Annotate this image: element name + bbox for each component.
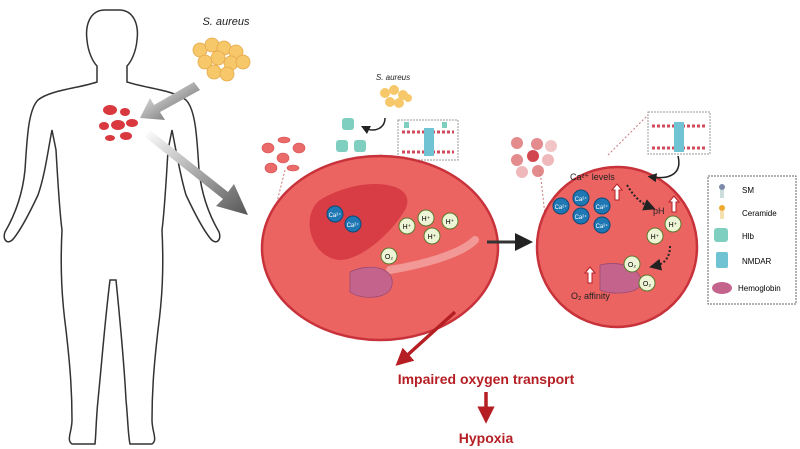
outcome-hypoxia: Hypoxia <box>459 430 514 446</box>
rbc-spherocyte-group-icon <box>511 137 557 178</box>
hemoglobin-icon <box>349 266 393 298</box>
red-blood-cell-spherocyte <box>535 165 699 329</box>
outcome-impaired-transport: Impaired oxygen transport <box>398 371 575 387</box>
proton: H⁺ <box>664 215 682 233</box>
svg-text:Hlb: Hlb <box>742 232 755 241</box>
calcium-ion: Ca²⁺ <box>572 207 590 225</box>
svg-text:H⁺: H⁺ <box>428 234 437 241</box>
svg-text:Hemoglobin: Hemoglobin <box>738 284 781 293</box>
curved-arrow-icon <box>647 155 680 183</box>
svg-text:O₂: O₂ <box>385 254 393 261</box>
svg-text:H⁺: H⁺ <box>403 224 412 231</box>
svg-text:Ca²⁺: Ca²⁺ <box>596 223 609 230</box>
legend-item-sm: SM <box>719 184 754 198</box>
svg-text:O₂: O₂ <box>643 281 651 288</box>
svg-text:O₂: O₂ <box>628 262 636 269</box>
svg-text:Ca²⁺: Ca²⁺ <box>555 204 568 211</box>
hlb-toxin-icon <box>336 118 366 152</box>
up-arrow-icon <box>610 183 624 201</box>
calcium-ion: Ca²⁺ <box>593 216 611 234</box>
proton: H⁺ <box>417 209 435 227</box>
legend-item-nmdar: NMDAR <box>716 252 772 268</box>
svg-text:Ca²⁺: Ca²⁺ <box>596 204 609 211</box>
svg-text:H⁺: H⁺ <box>651 234 660 241</box>
rbc-group-icon <box>261 136 306 174</box>
svg-text:H⁺: H⁺ <box>446 219 455 226</box>
calcium-levels-label: Ca²⁺ levels <box>570 172 615 182</box>
s-aureus-cluster-icon <box>192 37 251 82</box>
up-arrow-icon <box>583 266 597 284</box>
zoom-arrow-icon <box>145 130 248 215</box>
svg-text:SM: SM <box>742 186 754 195</box>
oxygen: O₂ <box>380 247 398 265</box>
human-body-icon <box>3 9 221 445</box>
proton: H⁺ <box>423 227 441 245</box>
s-aureus-small-icon <box>380 85 412 108</box>
outcome-arrow-icon <box>395 310 457 366</box>
calcium-ion: Ca²⁺ <box>572 189 590 207</box>
calcium-ion: Ca²⁺ <box>552 197 570 215</box>
svg-text:Ca²⁺: Ca²⁺ <box>347 222 360 229</box>
proton: H⁺ <box>646 227 664 245</box>
dotted-arrow-icon <box>649 245 671 271</box>
svg-text:Ceramide: Ceramide <box>742 209 777 218</box>
infection-arrow-icon <box>140 82 200 120</box>
calcium-ion: Ca²⁺ <box>326 205 344 223</box>
oxygen: O₂ <box>638 274 656 292</box>
proton: H⁺ <box>398 217 416 235</box>
up-arrow-icon <box>667 195 681 213</box>
o2-affinity-label: O₂ affinity <box>571 291 610 301</box>
legend-item-hemoglobin: Hemoglobin <box>712 282 781 294</box>
red-blood-cell-normal <box>260 154 500 342</box>
svg-text:H⁺: H⁺ <box>669 222 678 229</box>
svg-text:Ca²⁺: Ca²⁺ <box>575 214 588 221</box>
oxygen: O₂ <box>623 255 641 273</box>
curved-arrow-icon <box>360 117 386 135</box>
bacteria-label-small: S. aureus <box>376 73 410 82</box>
ph-label: pH <box>653 206 665 216</box>
membrane-icon <box>652 122 706 152</box>
proton: H⁺ <box>441 212 459 230</box>
calcium-ion: Ca²⁺ <box>593 197 611 215</box>
blood-cells-icon <box>99 105 138 141</box>
bacteria-label: S. aureus <box>202 16 250 28</box>
svg-text:H⁺: H⁺ <box>422 216 431 223</box>
svg-text:NMDAR: NMDAR <box>742 257 772 266</box>
calcium-ion: Ca²⁺ <box>344 215 362 233</box>
membrane-icon <box>402 122 454 156</box>
dotted-arrow-icon <box>626 184 656 211</box>
svg-text:Ca²⁺: Ca²⁺ <box>575 196 588 203</box>
svg-text:Ca²⁺: Ca²⁺ <box>329 212 342 219</box>
legend-item-ceramide: Ceramide <box>719 205 777 219</box>
legend-item-hlb: Hlb <box>714 228 755 242</box>
